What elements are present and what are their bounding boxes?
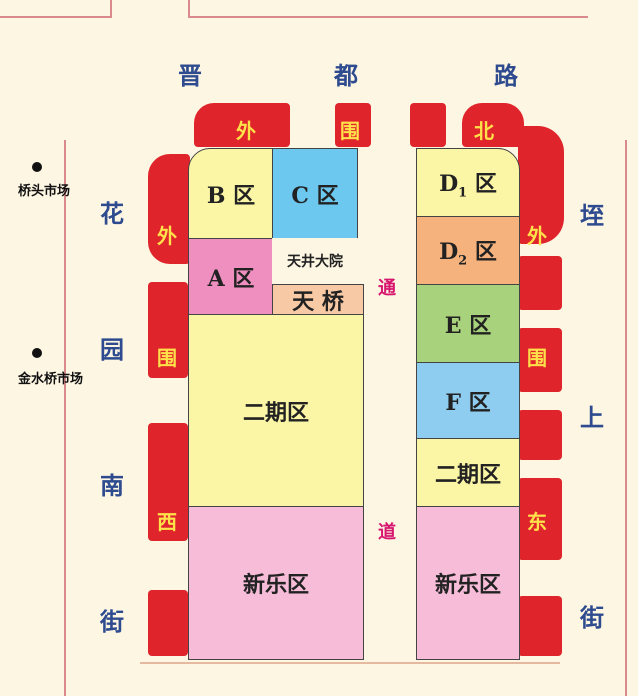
zone-d1[interactable]: D1 区 [416,148,520,218]
zone-phase2-left-label: 二期区 [242,400,309,426]
north-wall-segment-3 [410,103,446,147]
east-wall-segment-6 [518,596,562,656]
road-north-char-1: 晋 [178,62,202,90]
top-street-line-right [188,0,190,18]
north-wall-label-3: 北 [474,119,494,143]
zone-a-label: A 区 [207,266,255,292]
zone-d2[interactable]: D2 区 [416,216,520,286]
west-wall-label-1: 外 [157,224,177,248]
zone-phase2-right-label: 二期区 [434,462,501,488]
east-wall-segment-2 [518,256,562,310]
road-west-char-1: 花 [100,200,124,228]
road-east-char-3: 街 [580,604,604,632]
market-jinshuiqiao: 金水桥市场 [18,372,84,387]
zone-a[interactable]: A 区 [188,238,274,316]
passage-char-2: 道 [378,522,396,543]
zone-e-label: E 区 [444,313,492,339]
bottom-street-line [140,662,560,664]
west-wall-label-2: 围 [157,346,177,370]
west-wall-segment-1 [148,154,190,264]
east-wall-segment-1 [518,126,564,244]
east-wall-segment-5 [518,478,562,560]
zone-b[interactable]: B 区 [188,148,274,240]
north-wall-segment-1 [194,103,290,147]
west-wall-segment-2 [148,282,188,378]
east-wall-label-1: 外 [527,224,547,248]
north-wall-label-1: 外 [236,119,256,143]
zone-d2-label: D2 区 [439,238,497,269]
zone-xinle-right[interactable]: 新乐区 [416,506,520,660]
road-north-char-2: 都 [334,62,358,90]
road-east-char-2: 上 [580,404,604,432]
west-street-line [64,140,66,696]
market-dot-qiaotou [32,162,42,172]
north-wall-label-2: 围 [340,119,360,143]
zone-f-label: F 区 [445,390,491,416]
road-east-char-1: 垤 [580,202,604,230]
north-wall-segment-2 [335,103,371,147]
courtyard[interactable]: 天井大院 [272,238,358,284]
passage-char-1: 通 [378,278,396,299]
market-dot-jinshuiqiao [32,348,42,358]
market-qiaotou: 桥头市场 [18,184,71,199]
top-street-line-left [110,0,112,18]
zone-xinle-left-label: 新乐区 [242,572,309,598]
zone-d1-label: D1 区 [439,170,497,201]
road-north-char-3: 路 [494,62,518,90]
road-west-char-2: 园 [100,336,124,364]
zone-b-label: B 区 [206,183,256,209]
west-wall-segment-4 [148,590,188,656]
zone-xinle-right-label: 新乐区 [434,572,501,598]
top-street-line-bottom-right [188,16,588,18]
zone-e[interactable]: E 区 [416,284,520,364]
sky-bridge-label: 天 桥 [292,289,344,315]
zone-c-label: C 区 [291,183,339,209]
east-wall-segment-4 [518,410,562,460]
east-wall-label-2: 围 [527,346,547,370]
zone-c[interactable]: C 区 [272,148,358,240]
east-street-line [625,140,627,696]
top-street-line-bottom [0,16,112,18]
road-west-char-4: 街 [100,608,124,636]
zone-phase2-right[interactable]: 二期区 [416,438,520,508]
zone-xinle-left[interactable]: 新乐区 [188,506,364,660]
east-wall-segment-3 [518,328,562,392]
west-wall-segment-3 [148,423,188,541]
west-wall-label-3: 西 [157,510,177,534]
north-wall-segment-4 [462,103,524,147]
courtyard-label: 天井大院 [287,254,343,270]
sky-bridge[interactable]: 天 桥 [272,284,364,316]
road-west-char-3: 南 [100,472,124,500]
zone-f[interactable]: F 区 [416,362,520,440]
east-wall-label-3: 东 [527,510,547,534]
zone-phase2-left[interactable]: 二期区 [188,314,364,508]
